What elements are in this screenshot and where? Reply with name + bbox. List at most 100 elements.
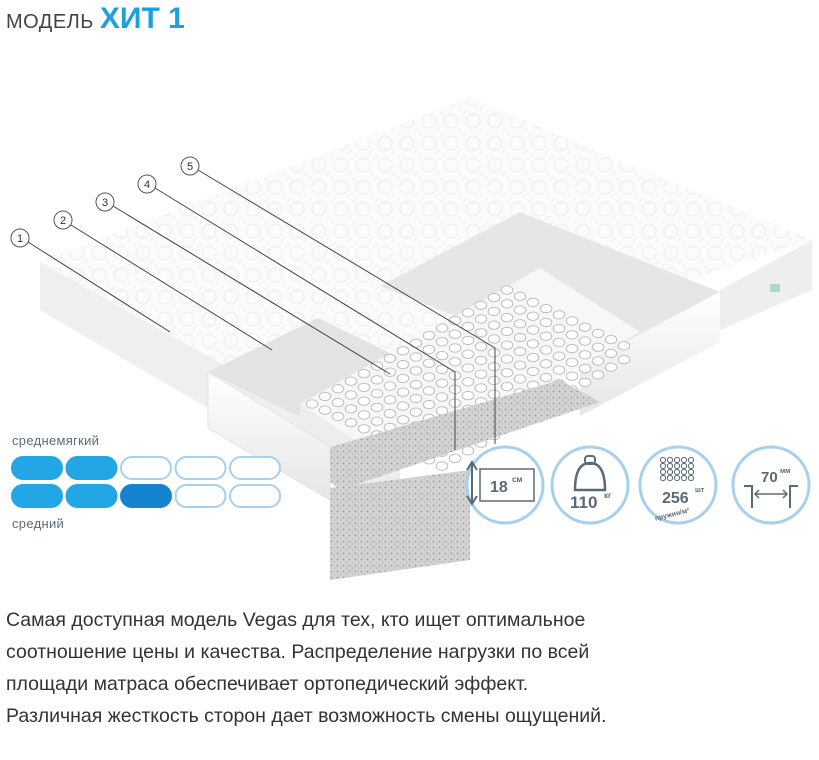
spring-coil: [435, 350, 449, 361]
firmness-pill-empty: [229, 484, 281, 508]
spring-coil: [435, 392, 449, 402]
spring-coil: [526, 339, 540, 349]
spring-coil: [552, 323, 566, 334]
firmness-pill-filled: [65, 456, 118, 480]
firmness-label-bottom: средний: [12, 516, 65, 531]
spring-coil: [448, 343, 462, 353]
firmness-pill-empty: [120, 456, 172, 480]
load-unit: кг: [604, 491, 612, 500]
spring-grid-dot: [680, 474, 688, 482]
spring-coil: [487, 292, 501, 303]
spring-grid-dot: [687, 462, 695, 470]
callout-5: 5: [180, 156, 496, 444]
spring-coil: [383, 367, 397, 377]
spring-coil: [604, 334, 618, 345]
spring-coil: [344, 376, 358, 386]
firmness-pill-filled: [120, 484, 172, 508]
spring-grid-icon: [659, 456, 695, 482]
spring-coil: [487, 334, 501, 344]
callout-number: 1: [17, 233, 23, 245]
width-value: 70: [761, 469, 778, 486]
spring-grid-dot: [673, 456, 681, 464]
callout-number: 2: [60, 215, 66, 227]
spring-coil: [461, 335, 475, 346]
spring-coil: [357, 368, 371, 379]
spring-coil: [396, 387, 410, 397]
spring-coil: [396, 359, 410, 370]
model-prefix: МОДЕЛЬ: [6, 11, 94, 33]
description: Самая доступная модель Vegas для тех, кт…: [6, 604, 814, 732]
firmness-pill-empty: [174, 484, 227, 508]
spring-coil: [539, 331, 553, 341]
spring-coil: [513, 332, 527, 343]
spring-coil: [422, 330, 436, 341]
spring-coil: [409, 379, 423, 390]
spring-coil: [513, 360, 527, 370]
spring-grid-dot: [687, 474, 695, 482]
spring-coil: [487, 306, 501, 317]
spring-grid-dot: [659, 474, 667, 482]
spring-coil: [474, 328, 488, 338]
spring-coil: [422, 358, 436, 368]
spring-coil: [552, 310, 566, 320]
spring-coil: [331, 397, 345, 408]
spring-grid-dot: [673, 462, 681, 470]
spring-coil: [578, 322, 592, 332]
spring-coil: [370, 402, 384, 413]
spring-coil: [344, 404, 358, 414]
spring-coil: [383, 353, 397, 364]
spring-coil: [344, 390, 358, 400]
description-line: Различная жесткость сторон дает возможно…: [6, 705, 607, 727]
spring-coil: [539, 359, 553, 369]
mattress-illustration: 1 2 3 4 5 18 см 110 кг 256 шт: [10, 98, 812, 580]
firmness-pill-filled: [11, 456, 63, 480]
spring-coil: [526, 297, 540, 308]
spring-coil: [383, 381, 397, 391]
spring-grid-dot: [666, 462, 674, 470]
spring-coil: [604, 348, 618, 359]
spring-coil: [331, 411, 345, 422]
firmness-scale-top: [11, 456, 281, 480]
spring-coil: [370, 388, 384, 399]
spring-coil: [396, 373, 410, 384]
spring-coil: [513, 374, 527, 384]
firmness-scale-bottom: [11, 484, 281, 508]
spring-coil: [552, 337, 566, 348]
spring-grid-dot: [687, 468, 695, 476]
spring-coil: [370, 416, 384, 426]
model-name: ХИТ 1: [99, 2, 185, 35]
spring-coil: [487, 348, 501, 358]
callout-1: 1: [10, 228, 171, 333]
spring-coil: [513, 305, 527, 315]
springs-unit: шт: [695, 487, 705, 494]
spring-coil: [500, 368, 514, 378]
spring-coil: [422, 344, 436, 355]
spring-coil: [461, 390, 475, 401]
spring-grid-dot: [673, 468, 681, 476]
spring-coil: [409, 352, 423, 362]
edge-cushion: [207, 371, 331, 501]
spring-coil: [500, 285, 514, 295]
firmness-pill-filled: [65, 484, 118, 508]
callout-number: 3: [102, 197, 108, 209]
spring-coil: [526, 366, 540, 377]
spring-coil: [500, 381, 514, 392]
spring-coil: [500, 354, 514, 364]
height-badge: 18 см: [465, 445, 545, 525]
spring-grid-dot: [659, 462, 667, 470]
spring-coil: [461, 363, 475, 373]
spring-coil: [474, 355, 488, 366]
spring-coil: [383, 408, 397, 419]
spring-coil: [591, 342, 605, 352]
firmness-pill-filled: [11, 484, 63, 508]
felt-layer: [300, 380, 600, 490]
spring-coil: [565, 371, 579, 381]
spring-grid-dot: [659, 456, 667, 464]
spring-coil: [435, 337, 449, 347]
width-badge: 70 мм: [731, 445, 811, 525]
spring-coil: [474, 341, 488, 352]
callout-4: 4: [137, 174, 456, 450]
spring-coil: [591, 356, 605, 366]
spring-coil: [487, 320, 501, 330]
